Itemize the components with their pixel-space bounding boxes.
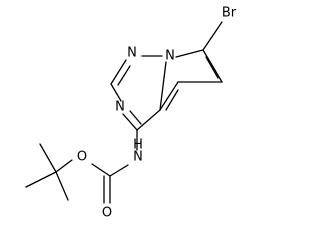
atom-label-n-bridge: N [165,49,175,64]
atom-label-h-amide: H [133,138,143,153]
bond-n3-c4 [122,113,138,131]
atom-label-n-amide: N [133,150,143,165]
bond-cq-me2 [25,171,57,188]
bonds [25,21,223,204]
bond-oester-cq [55,159,73,173]
bond-c5-c4a [159,81,179,111]
atom-label-n1: N [127,46,137,61]
bond-c4a-n [159,61,167,111]
bond-carbonyl-oester [91,163,111,177]
bond-c7-c6 [202,49,223,83]
atom-labels: Br N N N N H O O [77,6,237,221]
bond-c7-br [202,21,223,51]
bond-n1-c2 [110,59,127,85]
atom-label-br: Br [222,6,237,21]
bond-cq-me1 [39,143,57,173]
bond-c4-c4a [136,109,161,131]
bond-cq-me3 [55,171,69,201]
bond-n-c7 [175,49,204,58]
bond-n3-c4-inner [129,110,142,125]
atom-label-o-carbonyl: O [102,206,112,221]
bond-n1-c2-inner [117,65,131,86]
atom-label-n3: N [115,100,125,115]
bond-c2-n3 [110,83,122,102]
bond-c5-c4a-inner [165,89,179,111]
atom-label-o-ester: O [77,150,87,165]
chemical-structure-diagram: Br N N N N H O O [25,6,237,221]
bond-nh-carbonyl [109,164,129,177]
bond-c7-c6-inner [205,56,219,79]
